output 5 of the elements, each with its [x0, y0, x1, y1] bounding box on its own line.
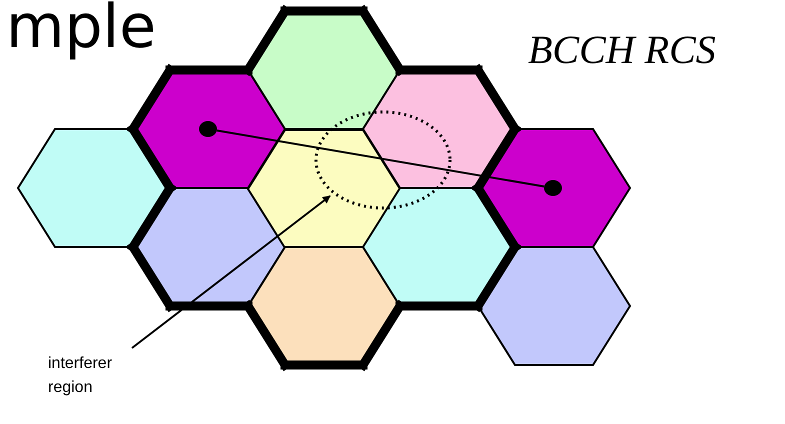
connecting-line [216, 130, 544, 188]
label-text: BCCH RCS [528, 28, 716, 72]
heading-text: mple [6, 0, 156, 60]
arrow [131, 195, 331, 349]
callout-text: interferer region [48, 352, 138, 400]
